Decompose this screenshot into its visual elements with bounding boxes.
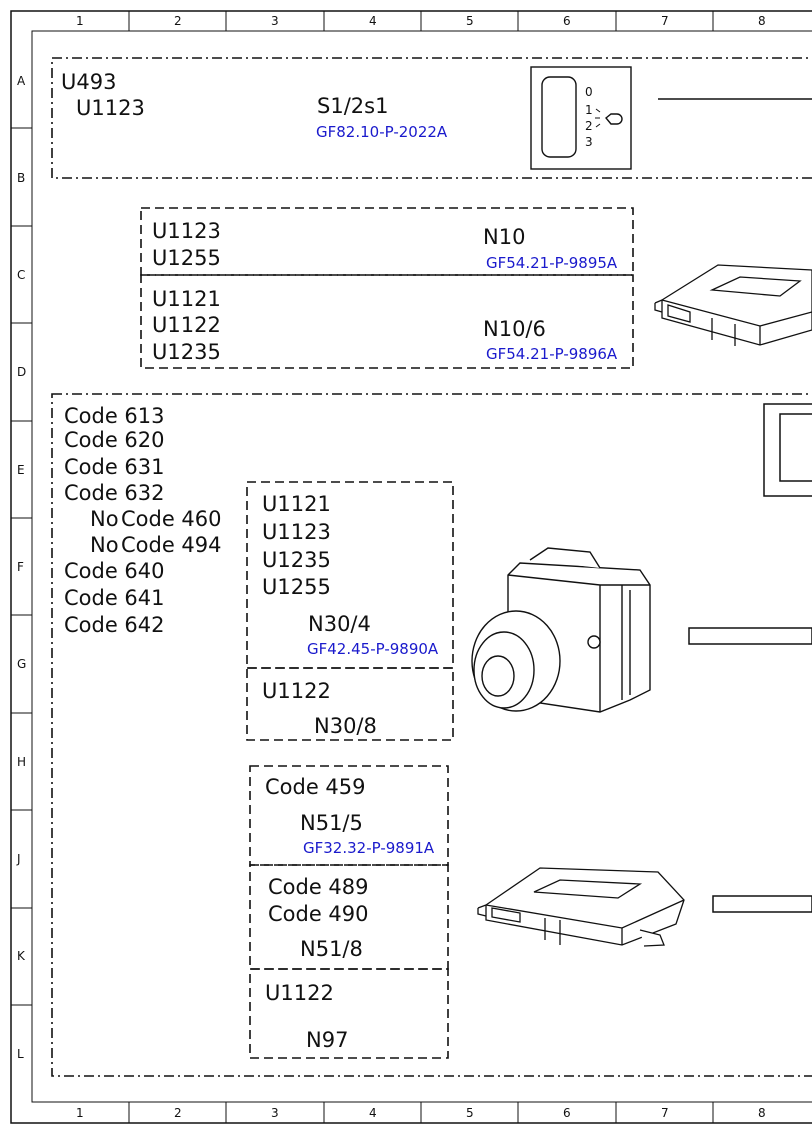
row-label: A <box>17 74 26 88</box>
model-code: U1235 <box>152 340 221 364</box>
switch-position-label: 1 <box>585 103 593 117</box>
row-label: H <box>17 755 27 769</box>
column-label-bottom: 1 <box>76 1106 84 1120</box>
light-switch-symbol <box>530 66 632 170</box>
model-code: U1123 <box>152 219 221 243</box>
doc-reference-link[interactable]: GF32.32-P-9891A <box>303 839 435 857</box>
option-code: Code 459 <box>265 775 366 799</box>
component-id: N10 <box>483 225 526 249</box>
n10-6-box <box>140 274 634 369</box>
component-id: N97 <box>306 1028 349 1052</box>
doc-reference-link[interactable]: GF54.21-P-9896A <box>486 345 618 363</box>
row-label: L <box>17 1047 24 1061</box>
option-code: Code 631 <box>64 455 165 479</box>
sheet-frame <box>10 10 812 1124</box>
harness-bracket-shape <box>763 403 812 497</box>
model-code: U493 <box>61 70 117 94</box>
control-module-n51-drawing <box>477 867 685 947</box>
model-code: U1122 <box>262 679 331 703</box>
n30-8-box <box>246 667 454 741</box>
column-label: 5 <box>466 14 474 28</box>
model-code: U1122 <box>152 313 221 337</box>
no-prefix: No <box>90 507 119 531</box>
row-label: C <box>17 268 26 282</box>
model-code: U1122 <box>265 981 334 1005</box>
column-label: 6 <box>563 14 571 28</box>
doc-reference-link[interactable]: GF54.21-P-9895A <box>486 254 618 272</box>
row-label: E <box>17 463 25 477</box>
switch-group-box <box>51 57 812 179</box>
row-label: J <box>17 852 21 866</box>
option-code: Code 642 <box>64 613 165 637</box>
column-label-bottom: 3 <box>271 1106 279 1120</box>
column-label: 8 <box>758 14 766 28</box>
switch-position-label: 0 <box>585 85 593 99</box>
component-id: N51/5 <box>300 811 363 835</box>
no-prefix: No <box>90 533 119 557</box>
component-id: N30/8 <box>314 714 377 738</box>
column-label: 1 <box>76 14 84 28</box>
model-code: U1235 <box>262 548 331 572</box>
model-code: U1255 <box>262 575 331 599</box>
column-ticks <box>128 11 714 1123</box>
option-code: Code 620 <box>64 428 165 452</box>
model-code: U1123 <box>76 96 145 120</box>
n97-box <box>249 968 449 1059</box>
option-code: Code 494 <box>121 533 222 557</box>
component-id: S1/2s1 <box>317 94 389 118</box>
column-label-bottom: 8 <box>758 1106 766 1120</box>
model-code: U1123 <box>262 520 331 544</box>
drawing-border <box>31 30 812 1103</box>
model-code: U1121 <box>152 287 221 311</box>
component-id: N10/6 <box>483 317 546 341</box>
column-label: 2 <box>174 14 182 28</box>
model-code: U1121 <box>262 492 331 516</box>
option-code: Code 460 <box>121 507 222 531</box>
option-code: Code 640 <box>64 559 165 583</box>
abs-hydraulic-unit-drawing <box>471 547 651 713</box>
component-id: N30/4 <box>308 612 371 636</box>
option-code: Code 490 <box>268 902 369 926</box>
row-label: F <box>17 560 24 574</box>
row-ticks <box>11 127 32 1006</box>
component-id: N51/8 <box>300 937 363 961</box>
column-label-bottom: 5 <box>466 1106 474 1120</box>
column-label-bottom: 4 <box>369 1106 377 1120</box>
column-label-bottom: 7 <box>661 1106 669 1120</box>
code-group-box <box>51 393 812 1077</box>
column-label: 3 <box>271 14 279 28</box>
column-label: 7 <box>661 14 669 28</box>
column-label-bottom: 6 <box>563 1106 571 1120</box>
model-code: U1255 <box>152 246 221 270</box>
abs-connector-bar <box>688 627 812 645</box>
column-label-bottom: 2 <box>174 1106 182 1120</box>
row-label: K <box>17 949 25 963</box>
switch-position-label: 3 <box>585 135 593 149</box>
doc-reference-link[interactable]: GF82.10-P-2022A <box>316 123 448 141</box>
switch-position-label: 2 <box>585 119 593 133</box>
doc-reference-link[interactable]: GF42.45-P-9890A <box>307 640 439 658</box>
row-label: G <box>17 657 27 671</box>
option-code: Code 613 <box>64 404 165 428</box>
option-code: Code 489 <box>268 875 369 899</box>
row-label: B <box>17 171 26 185</box>
column-label: 4 <box>369 14 377 28</box>
row-label: D <box>17 365 27 379</box>
option-code: Code 641 <box>64 586 165 610</box>
option-code: Code 632 <box>64 481 165 505</box>
n51-connector-bar <box>712 895 812 913</box>
control-module-n10-drawing <box>654 264 812 346</box>
